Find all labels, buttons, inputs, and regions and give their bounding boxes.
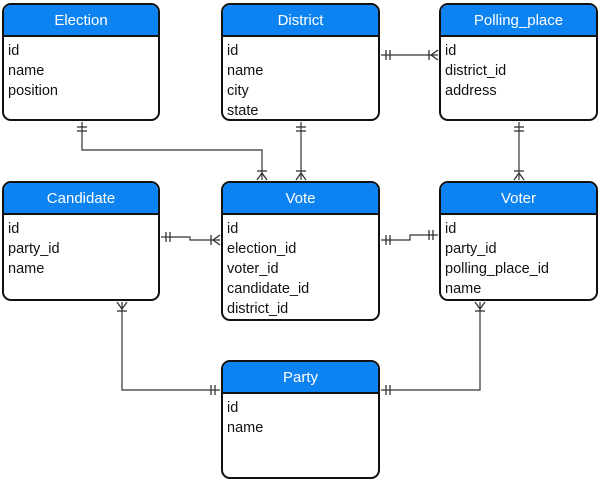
relationship-election-vote bbox=[77, 122, 268, 181]
field-name: name bbox=[8, 261, 45, 277]
field-city: city bbox=[227, 83, 249, 99]
relationship-polling-place-voter bbox=[513, 122, 525, 181]
relationship-party-voter bbox=[381, 301, 486, 395]
field-name: name bbox=[227, 420, 264, 436]
entity-election[interactable]: Election id name position bbox=[2, 3, 160, 121]
entity-candidate[interactable]: Candidate id party_id name bbox=[2, 181, 160, 301]
entity-candidate-fields: id party_id name bbox=[4, 215, 158, 279]
field-id: id bbox=[8, 43, 20, 59]
entity-candidate-title: Candidate bbox=[4, 183, 158, 215]
field-id: id bbox=[445, 221, 457, 237]
field-position: position bbox=[8, 83, 58, 99]
entity-district-fields: id name city state bbox=[223, 37, 378, 119]
entity-district-title: District bbox=[223, 5, 378, 37]
field-polling-place-id: polling_place_id bbox=[445, 261, 549, 277]
field-address: address bbox=[445, 83, 497, 99]
entity-voter-title: Voter bbox=[441, 183, 596, 215]
relationship-candidate-vote bbox=[161, 232, 221, 246]
entity-vote-fields: id election_id voter_id candidate_id dis… bbox=[223, 215, 378, 319]
field-name: name bbox=[227, 63, 264, 79]
field-party-id: party_id bbox=[445, 241, 497, 257]
entity-polling-place-fields: id district_id address bbox=[441, 37, 596, 101]
field-id: id bbox=[227, 221, 239, 237]
entity-polling-place[interactable]: Polling_place id district_id address bbox=[439, 3, 598, 121]
entity-party[interactable]: Party id name bbox=[221, 360, 380, 479]
field-district-id: district_id bbox=[445, 63, 507, 79]
entity-polling-place-title: Polling_place bbox=[441, 5, 596, 37]
field-election-id: election_id bbox=[227, 241, 297, 257]
field-id: id bbox=[227, 400, 239, 416]
relationship-district-vote bbox=[295, 122, 307, 181]
field-district-id: district_id bbox=[227, 301, 289, 317]
entity-voter-fields: id party_id polling_place_id name bbox=[441, 215, 596, 299]
entity-voter[interactable]: Voter id party_id polling_place_id name bbox=[439, 181, 598, 301]
entity-party-title: Party bbox=[223, 362, 378, 394]
entity-party-fields: id name bbox=[223, 394, 378, 438]
field-id: id bbox=[445, 43, 457, 59]
relationship-party-candidate bbox=[116, 301, 220, 395]
entity-election-fields: id name position bbox=[4, 37, 158, 101]
field-voter-id: voter_id bbox=[227, 261, 279, 277]
entity-election-title: Election bbox=[4, 5, 158, 37]
relationship-voter-vote bbox=[381, 230, 438, 245]
field-state: state bbox=[227, 103, 259, 119]
field-id: id bbox=[8, 221, 20, 237]
field-name: name bbox=[8, 63, 45, 79]
entity-vote-title: Vote bbox=[223, 183, 378, 215]
field-party-id: party_id bbox=[8, 241, 60, 257]
field-id: id bbox=[227, 43, 239, 59]
field-name: name bbox=[445, 281, 482, 297]
entity-vote[interactable]: Vote id election_id voter_id candidate_i… bbox=[221, 181, 380, 321]
entity-district[interactable]: District id name city state bbox=[221, 3, 380, 121]
relationship-district-polling-place bbox=[381, 49, 439, 61]
field-candidate-id: candidate_id bbox=[227, 281, 310, 297]
